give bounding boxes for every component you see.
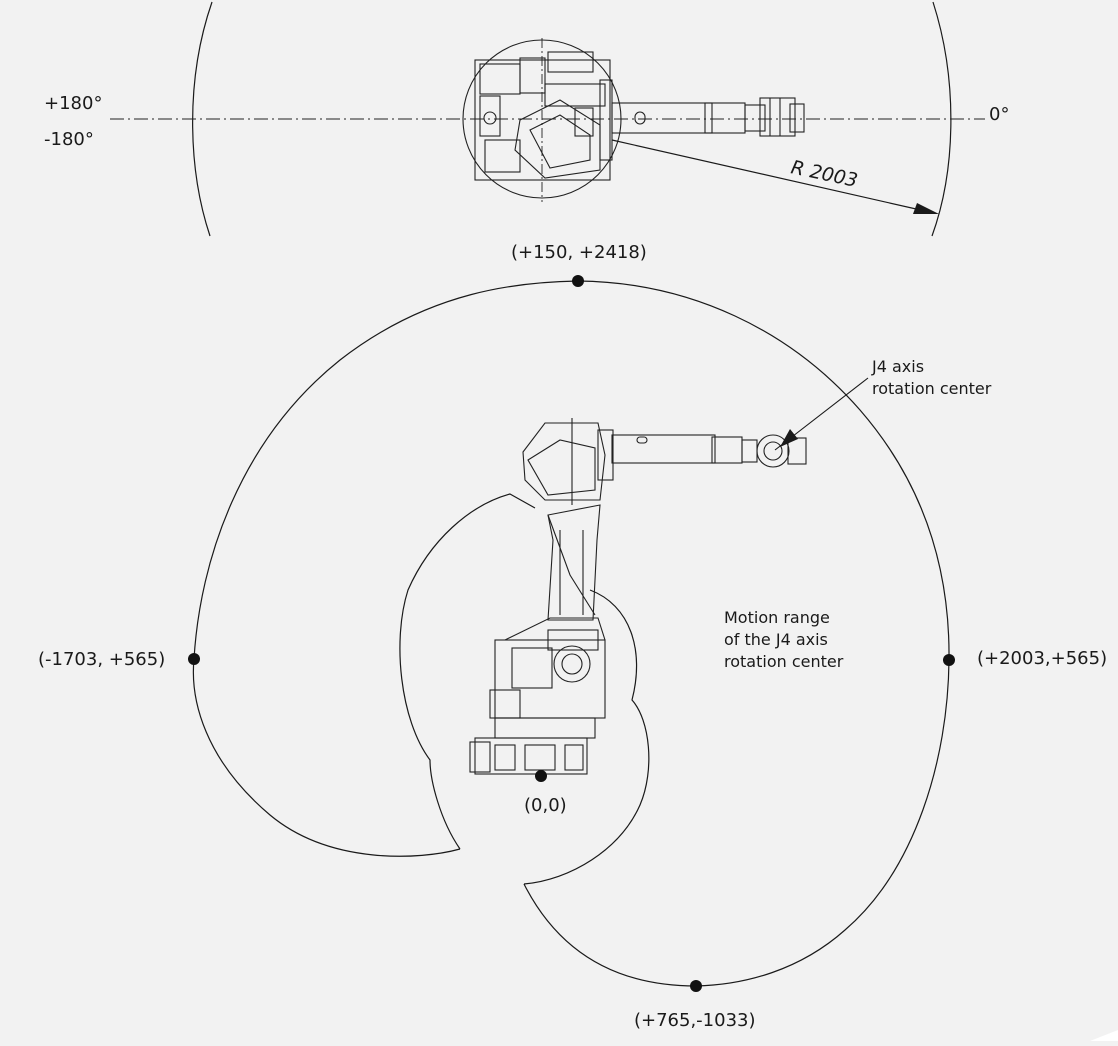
top-reach-arc-right — [931, 1, 952, 237]
point-left-label: (-1703, +565) — [38, 649, 165, 670]
j4-label-line2: rotation center — [872, 379, 992, 398]
top-robot-arm — [611, 97, 805, 137]
side-upper-arm — [611, 434, 807, 468]
point-bottom-dot — [690, 980, 702, 992]
top-reach-arc-left — [192, 1, 213, 237]
side-view: (+150, +2418) (-1703, +565) (+2003,+565)… — [38, 242, 1107, 1031]
motion-envelope-inner-left — [399, 493, 536, 850]
top-robot-body — [474, 51, 613, 181]
top-view: +180° -180° 0° R 2003 — [44, 1, 1009, 237]
motion-envelope-inner-right — [523, 589, 650, 885]
side-robot-base — [469, 617, 606, 775]
angle-plus-label: +180° — [44, 93, 102, 114]
radius-arrow-line — [611, 139, 926, 212]
side-lower-arm — [547, 504, 601, 621]
motion-label-line3: rotation center — [724, 652, 844, 671]
point-top-dot — [572, 275, 584, 287]
angle-minus-label: -180° — [44, 129, 94, 150]
corner-mark — [1090, 1030, 1118, 1041]
motion-label-line1: Motion range — [724, 608, 830, 627]
point-origin-dot — [535, 770, 547, 782]
radius-label: R 2003 — [789, 156, 860, 192]
point-right-dot — [943, 654, 955, 666]
motion-label-line2: of the J4 axis — [724, 630, 828, 649]
point-origin-label: (0,0) — [524, 795, 567, 816]
j4-label-line1: J4 axis — [871, 357, 924, 376]
angle-zero-label: 0° — [989, 104, 1009, 125]
side-upper-body — [522, 418, 614, 505]
motion-envelope-outer — [192, 280, 950, 987]
point-bottom-label: (+765,-1033) — [634, 1010, 756, 1031]
j4-leader-arrowhead — [780, 429, 798, 447]
point-top-label: (+150, +2418) — [511, 242, 647, 263]
radius-arrowhead — [913, 203, 939, 214]
point-right-label: (+2003,+565) — [977, 648, 1107, 669]
point-left-dot — [188, 653, 200, 665]
